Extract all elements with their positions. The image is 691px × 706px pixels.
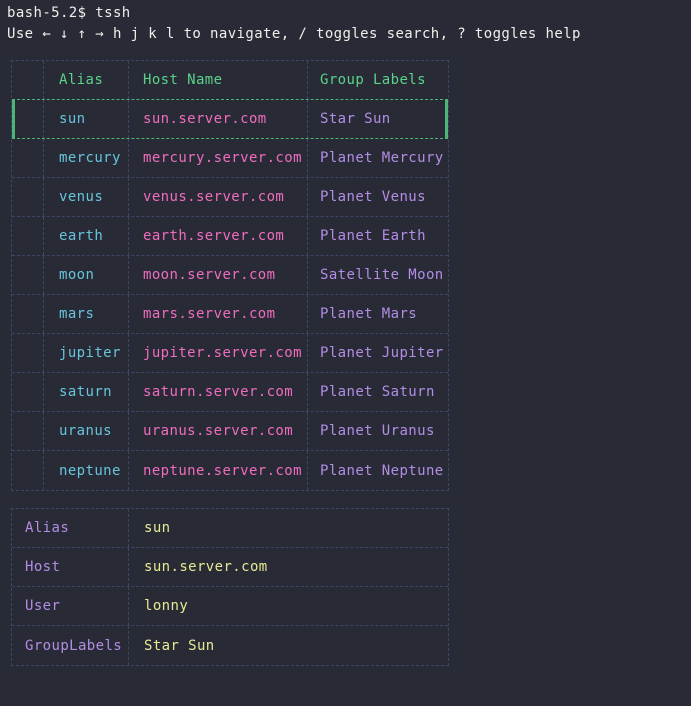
detail-row-grouplabels: GroupLabels Star Sun (12, 626, 448, 665)
group-cell: Planet Earth (320, 228, 426, 244)
group-cell: Planet Neptune (320, 462, 444, 479)
detail-value: Star Sun (144, 637, 215, 654)
group-cell: Planet Venus (320, 189, 426, 205)
host-row-moon[interactable]: moon moon.server.com Satellite Moon (12, 256, 448, 295)
group-cell: Planet Saturn (320, 384, 435, 400)
row-select-cell (12, 256, 44, 294)
help-text: Use ← ↓ ↑ → h j k l to navigate, / toggl… (7, 26, 581, 42)
detail-row-host: Host sun.server.com (12, 548, 448, 587)
host-cell: jupiter.server.com (129, 334, 308, 372)
alias-cell: neptune (44, 451, 129, 490)
alias-cell: mercury (44, 139, 129, 177)
alias-cell: moon (44, 256, 129, 294)
detail-label: Alias (12, 509, 129, 547)
alias-cell: jupiter (44, 334, 129, 372)
host-cell: moon.server.com (129, 256, 308, 294)
detail-label: Host (12, 548, 129, 586)
detail-row-user: User lonny (12, 587, 448, 626)
detail-value: sun (144, 520, 171, 536)
header-alias: Alias (44, 61, 129, 99)
group-cell: Planet Jupiter (320, 345, 444, 361)
row-select-cell (12, 139, 44, 177)
host-cell: uranus.server.com (129, 412, 308, 450)
hosts-table: Alias Host Name Group Labels sun sun.ser… (11, 60, 449, 491)
host-row-jupiter[interactable]: jupiter jupiter.server.com Planet Jupite… (12, 334, 448, 373)
host-row-saturn[interactable]: saturn saturn.server.com Planet Saturn (12, 373, 448, 412)
row-select-cell (12, 373, 44, 411)
detail-row-alias: Alias sun (12, 509, 448, 548)
group-cell: Star Sun (320, 111, 391, 127)
host-row-sun[interactable]: sun sun.server.com Star Sun (12, 100, 448, 139)
header-host-name: Host Name (129, 61, 308, 99)
alias-cell: saturn (44, 373, 129, 411)
host-cell: mars.server.com (129, 295, 308, 333)
hosts-table-header: Alias Host Name Group Labels (12, 61, 448, 100)
row-select-cell (12, 178, 44, 216)
host-row-uranus[interactable]: uranus uranus.server.com Planet Uranus (12, 412, 448, 451)
group-cell: Planet Mercury (320, 150, 444, 166)
detail-value: lonny (144, 598, 189, 614)
row-select-cell (15, 100, 44, 138)
row-select-cell (12, 295, 44, 333)
detail-value: sun.server.com (144, 559, 268, 575)
row-select-cell (12, 217, 44, 255)
host-cell: earth.server.com (129, 217, 308, 255)
host-cell: sun.server.com (129, 100, 308, 138)
group-cell: Planet Uranus (320, 423, 435, 439)
alias-cell: sun (44, 100, 129, 138)
header-group-labels: Group Labels (320, 72, 426, 88)
host-row-mars[interactable]: mars mars.server.com Planet Mars (12, 295, 448, 334)
detail-label: GroupLabels (12, 626, 129, 665)
row-select-cell (12, 412, 44, 450)
host-row-venus[interactable]: venus venus.server.com Planet Venus (12, 178, 448, 217)
host-row-neptune[interactable]: neptune neptune.server.com Planet Neptun… (12, 451, 448, 490)
group-cell: Satellite Moon (320, 267, 444, 283)
host-cell: neptune.server.com (129, 451, 308, 490)
alias-cell: earth (44, 217, 129, 255)
host-cell: venus.server.com (129, 178, 308, 216)
header-select-column (12, 61, 44, 99)
host-row-mercury[interactable]: mercury mercury.server.com Planet Mercur… (12, 139, 448, 178)
host-detail-panel: Alias sun Host sun.server.com User lonny… (11, 508, 449, 666)
row-select-cell (12, 451, 44, 490)
shell-prompt: bash-5.2$ tssh (7, 5, 131, 21)
host-cell: saturn.server.com (129, 373, 308, 411)
detail-label: User (12, 587, 129, 625)
group-cell: Planet Mars (320, 306, 418, 322)
row-select-cell (12, 334, 44, 372)
alias-cell: venus (44, 178, 129, 216)
alias-cell: mars (44, 295, 129, 333)
host-row-earth[interactable]: earth earth.server.com Planet Earth (12, 217, 448, 256)
alias-cell: uranus (44, 412, 129, 450)
host-cell: mercury.server.com (129, 139, 308, 177)
